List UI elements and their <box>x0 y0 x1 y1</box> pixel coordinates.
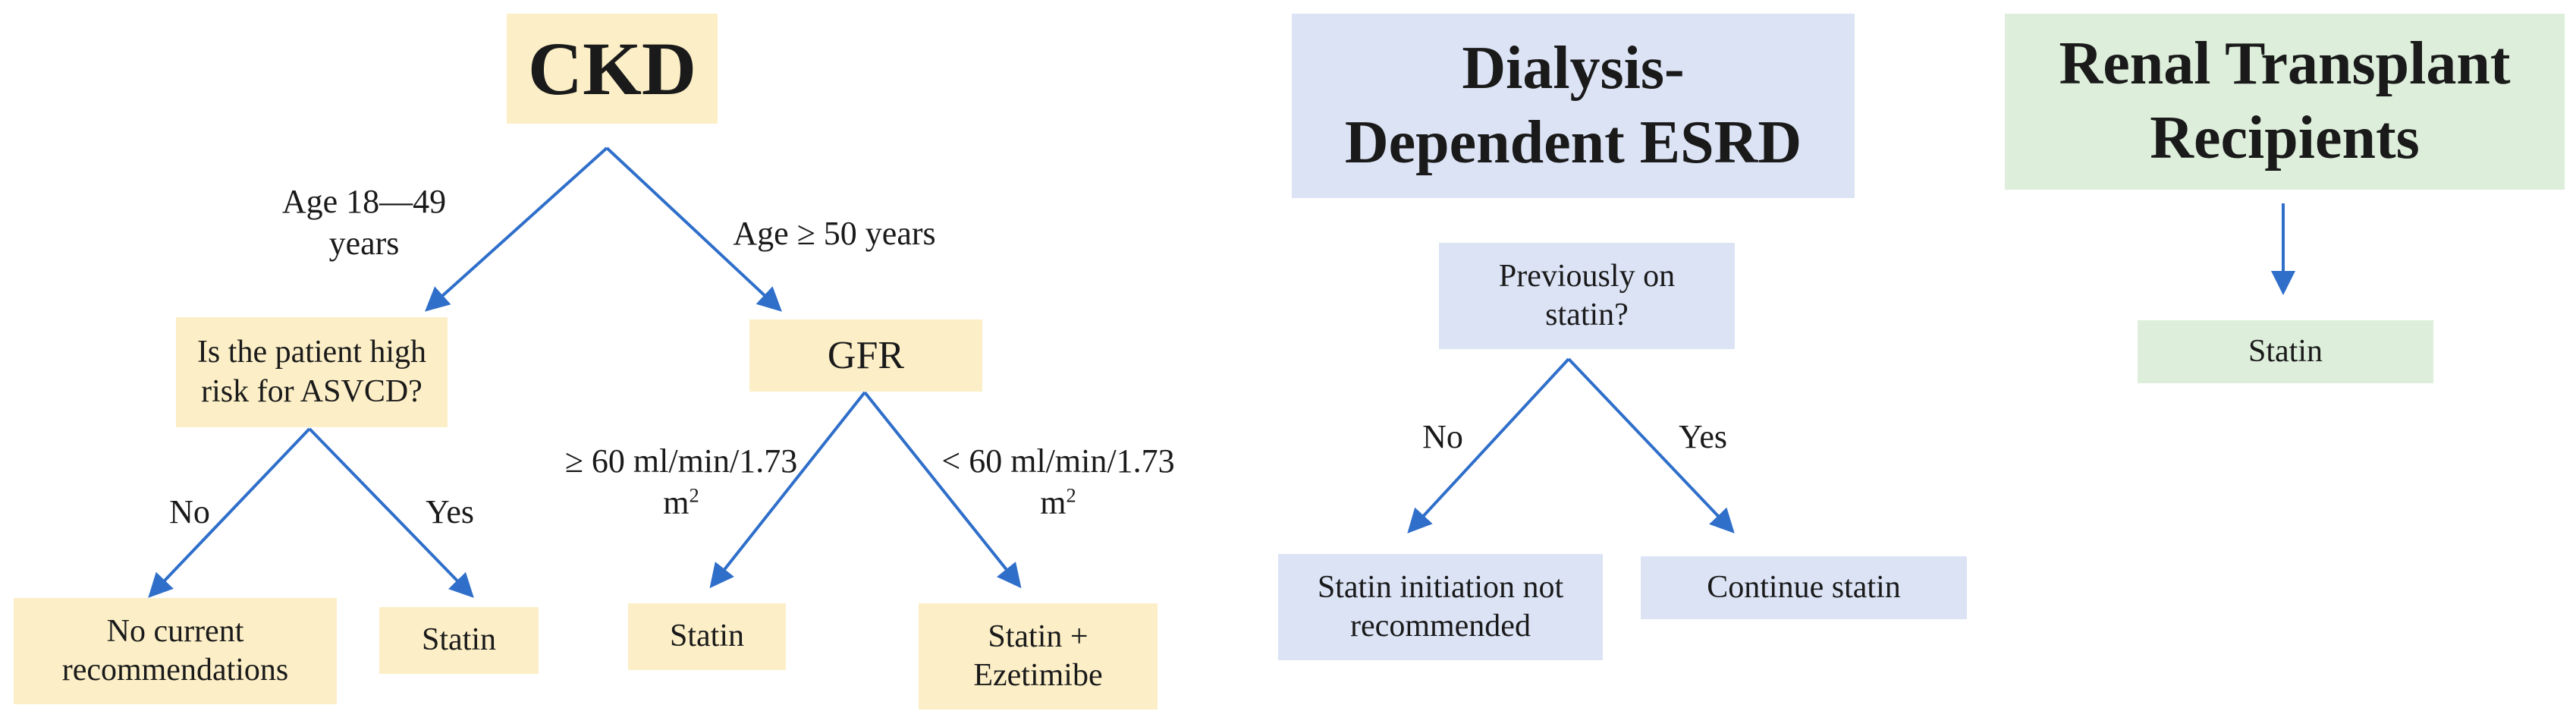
no-current-recommendations-box: No current recommendations <box>14 598 337 704</box>
previously-on-statin-box: Previously on statin? <box>1439 243 1735 349</box>
arrow-gfr-high <box>709 391 866 589</box>
arrow-ckd-to-gfr <box>605 146 782 312</box>
continue-statin-box: Continue statin <box>1641 556 1967 619</box>
risk-yes-label: Yes <box>425 493 475 530</box>
ckd-title: CKD <box>507 14 718 124</box>
ckd-branch-right-label: Age ≥ 50 years <box>733 215 936 252</box>
gfr-low-statin-ezetimibe-box: Statin + Ezetimibe <box>919 603 1158 710</box>
arrow-ckd-to-risk <box>425 146 608 312</box>
risk-no-label: No <box>169 493 210 530</box>
ckd-branch-left-label: Age 18—49 years <box>281 183 447 262</box>
risk-question-box: Is the patient high risk for ASVCD? <box>176 317 448 427</box>
gfr-high-statin-box: Statin <box>628 603 786 670</box>
gfr-box: GFR <box>749 319 982 392</box>
dialysis-title: Dialysis-Dependent ESRD <box>1292 14 1855 198</box>
arrow-risk-yes <box>308 427 474 598</box>
transplant-title: Renal Transplant Recipients <box>2005 14 2565 190</box>
arrow-dialysis-yes <box>1567 357 1735 533</box>
arrow-dialysis-no <box>1407 357 1570 533</box>
dialysis-yes-label: Yes <box>1678 418 1728 455</box>
dialysis-no-label: No <box>1422 418 1463 455</box>
arrow-gfr-low <box>863 391 1022 589</box>
transplant-statin-box: Statin <box>2138 320 2433 383</box>
arrow-risk-no <box>148 427 311 598</box>
statin-initiation-not-recommended-box: Statin initiation not recommended <box>1278 554 1603 660</box>
ckd-statin-box: Statin <box>379 607 539 674</box>
